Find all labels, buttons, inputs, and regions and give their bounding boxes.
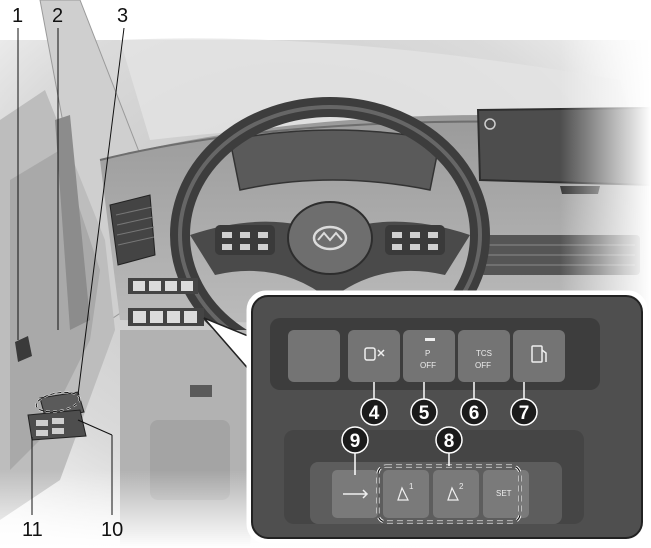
door-mirror-switch-icon	[15, 336, 32, 362]
label-10: 10	[101, 519, 123, 541]
label-11: 11	[22, 519, 43, 541]
callout-4: 4	[360, 382, 388, 426]
svg-text:4: 4	[369, 403, 380, 424]
seat-2-label: 2	[459, 482, 464, 491]
tcs-off-label: OFF	[475, 361, 491, 370]
air-vent-left	[109, 194, 156, 266]
svg-text:5: 5	[419, 403, 430, 424]
svg-text:7: 7	[519, 403, 530, 424]
svg-text:8: 8	[444, 431, 455, 452]
fuel-pump-icon	[531, 345, 547, 363]
blind-spot-off-switch	[348, 330, 400, 382]
callout-5: 5	[410, 382, 438, 426]
tailgate-icon	[343, 489, 369, 499]
seat-1-icon	[397, 486, 409, 501]
callout-9: 9	[341, 426, 369, 475]
tcs-off-switch	[458, 330, 510, 382]
svg-text:9: 9	[350, 431, 361, 452]
door-switch-pod	[15, 336, 87, 441]
callout-8: 8	[435, 426, 463, 466]
callout-6: 6	[460, 382, 488, 426]
dash-switch-cluster	[128, 278, 204, 326]
parking-sensor-label: P	[425, 349, 430, 358]
seat-2-icon	[447, 486, 459, 501]
switch-panel-inset: P OFF TCS OFF 4 5 6 7	[246, 290, 648, 544]
fuel-lid-switch	[513, 330, 565, 382]
door-handle-strip	[55, 115, 90, 330]
label-2: 2	[52, 5, 63, 27]
brand-emblem-icon	[312, 225, 348, 251]
seat-memory-2-switch	[433, 470, 479, 518]
parking-sensor-off-label: OFF	[420, 361, 436, 370]
seat-memory-set-switch	[483, 470, 529, 518]
label-1: 1	[12, 5, 23, 27]
seat-memory-1-switch	[383, 470, 429, 518]
callout-7: 7	[510, 382, 538, 426]
seat-1-label: 1	[409, 482, 414, 491]
label-3: 3	[117, 5, 128, 27]
blank-switch	[288, 330, 340, 382]
svg-text:6: 6	[469, 403, 480, 424]
parking-sensor-switch	[403, 330, 455, 382]
instrument-cluster	[229, 129, 441, 191]
tcs-label: TCS	[476, 349, 492, 358]
set-label: SET	[496, 489, 512, 498]
blind-spot-icon	[364, 347, 385, 361]
